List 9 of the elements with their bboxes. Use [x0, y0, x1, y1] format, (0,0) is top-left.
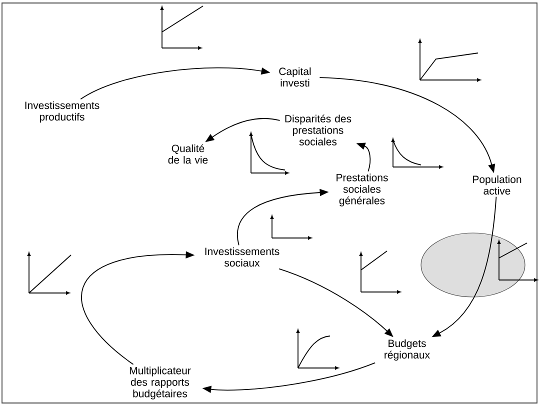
node-label: Investissements sociaux — [205, 247, 280, 267]
node-label: Prestations sociales générales — [336, 174, 388, 206]
node-label: Qualité de la vie — [168, 144, 208, 164]
node-label: Capital investi — [279, 67, 311, 87]
node-label: Disparités des prestations sociales — [285, 114, 352, 146]
node-label: Multiplicateur des rapports budgétaires — [130, 366, 191, 400]
node-label: Population active — [473, 175, 522, 195]
node-label: Budgets régionaux — [384, 339, 430, 361]
node-label: Investissements productifs — [25, 101, 100, 123]
